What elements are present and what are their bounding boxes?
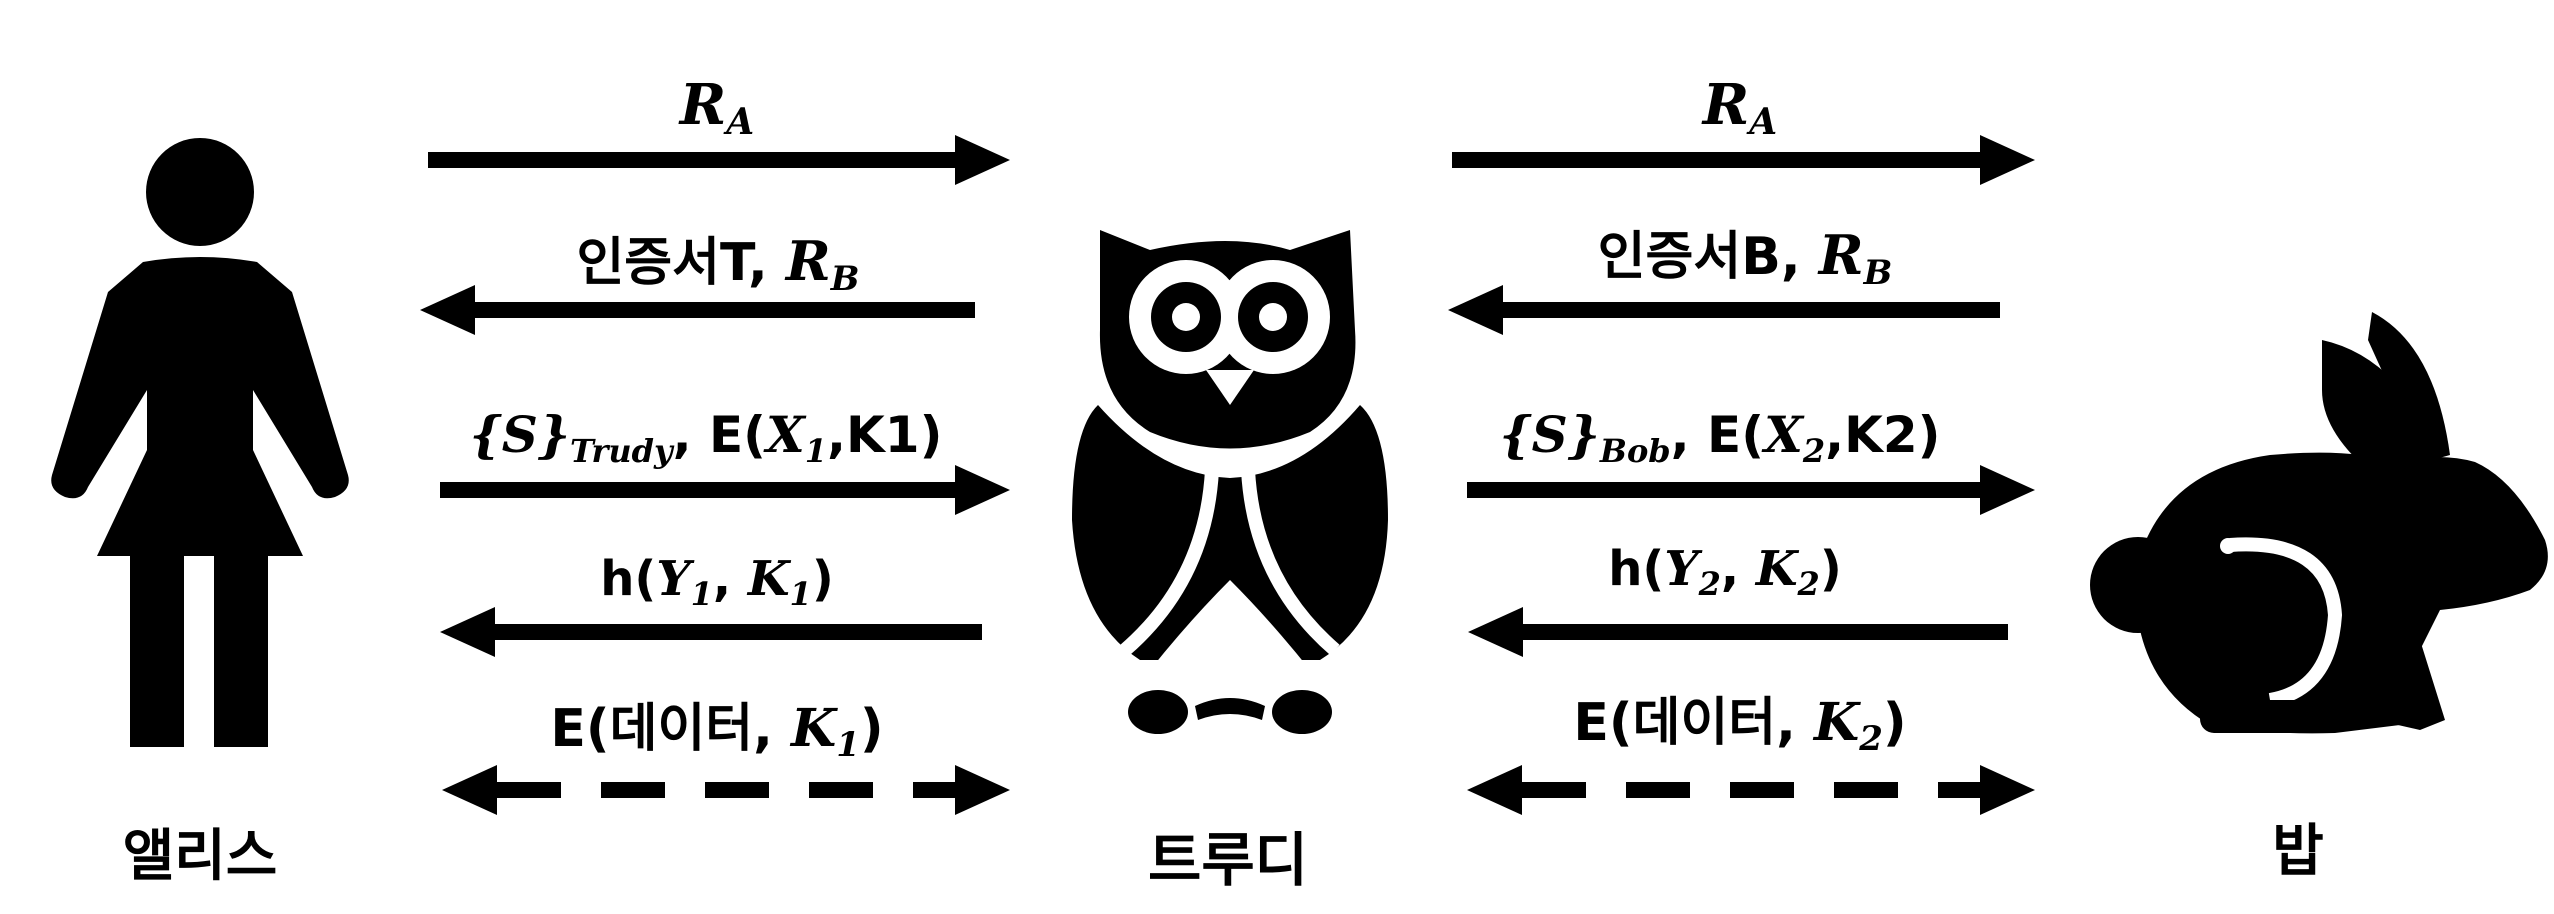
label-right-m5: E(데이터, K2)	[1573, 692, 1906, 759]
label-left-m1: RA	[678, 72, 754, 143]
label-right-m4: h(Y2, K2)	[1608, 541, 1842, 603]
arrow-right-m3	[1467, 465, 2035, 515]
arrow-right-m4	[1468, 607, 2008, 657]
arrow-left-m2	[420, 285, 975, 335]
rabbit-icon	[2090, 312, 2548, 734]
label-right-m2: 인증서B, RB	[1598, 223, 1893, 293]
arrow-left-m1	[428, 135, 1010, 185]
actor-label-bob: 밥	[2272, 819, 2324, 884]
arrow-left-m4	[440, 607, 982, 657]
label-left-m4: h(Y1, K1)	[600, 551, 834, 613]
label-left-m5: E(데이터, K1)	[550, 698, 883, 765]
arrow-right-m5	[1467, 765, 2035, 815]
owl-icon	[1072, 230, 1388, 734]
arrow-right-m1	[1452, 135, 2035, 185]
label-right-m1: RA	[1701, 72, 1777, 143]
woman-icon	[51, 138, 349, 747]
arrow-right-m2	[1448, 285, 2000, 335]
actor-label-alice: 앨리스	[123, 824, 278, 889]
actor-label-trudy: 트루디	[1148, 826, 1308, 894]
label-left-m3: {S}Trudy, E(X1,K1)	[470, 405, 943, 470]
label-left-m2: 인증서T, RB	[576, 229, 859, 299]
arrow-left-m3	[440, 465, 1010, 515]
arrow-left-m5	[442, 765, 1010, 815]
label-right-m3: {S}Bob, E(X2,K2)	[1499, 405, 1940, 470]
